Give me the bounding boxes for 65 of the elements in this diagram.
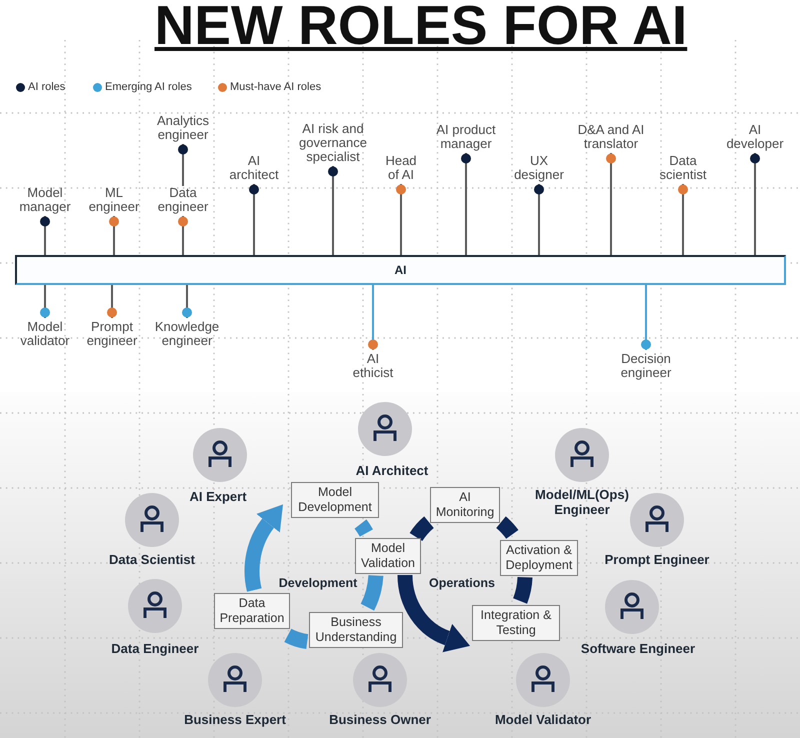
role-label: Model validator [19, 318, 71, 348]
role-label: AI architect [228, 154, 280, 184]
legend-label: Emerging AI roles [105, 80, 192, 94]
cycle-arrow [398, 574, 470, 652]
stem-line [40, 216, 50, 255]
stem-line [368, 285, 378, 350]
role-label: Data Scientist [108, 552, 196, 567]
role-label: Decision engineer [620, 350, 672, 380]
role-label: Data engineer [156, 186, 210, 216]
role-label: AI ethicist [352, 350, 394, 380]
role-label: Model Validator [494, 712, 592, 727]
stem-line [461, 153, 471, 255]
stem-line [178, 144, 188, 186]
step-box: Activation & Deployment [500, 540, 578, 576]
cycle-arc [496, 516, 518, 539]
role-label: Model manager [18, 186, 72, 216]
role-label: AI risk and governance specialist [298, 122, 368, 166]
role-label: Software Engineer [580, 641, 696, 656]
stem-line [606, 153, 616, 255]
timeline-bar: AI [15, 255, 786, 285]
stem-line [328, 166, 338, 255]
role-label: Head of AI [384, 154, 418, 184]
role-label: ML engineer [88, 186, 140, 216]
step-box: Model Development [291, 482, 379, 518]
legend-label: Must-have AI roles [230, 80, 322, 94]
cycle-arc [513, 576, 532, 604]
role-label: D&A and AI translator [576, 123, 646, 153]
stem-line [396, 184, 406, 255]
stem-line [678, 184, 688, 255]
legend-label: AI roles [28, 80, 66, 94]
role-label: Data scientist [658, 154, 708, 184]
role-label: AI Architect [354, 463, 430, 478]
step-box: AI Monitoring [430, 487, 500, 523]
stem-line [182, 285, 192, 318]
role-label: Prompt engineer [86, 318, 138, 348]
cycle-label: Development [278, 576, 358, 591]
cycle-arc [410, 516, 434, 542]
stem-line [107, 285, 117, 318]
step-box: Business Understanding [309, 612, 403, 648]
role-label: AI Expert [188, 489, 248, 504]
stem-line [40, 285, 50, 318]
role-label: Business Expert [183, 712, 287, 727]
step-box: Integration & Testing [472, 605, 560, 641]
role-label: AI product manager [435, 123, 497, 153]
stem-line [249, 184, 259, 255]
role-label: Prompt Engineer [604, 552, 710, 567]
cycle-label: Operations [428, 576, 496, 591]
cycle-arc [284, 628, 308, 649]
role-label: AI developer [725, 123, 785, 153]
stem-line [534, 184, 544, 255]
role-label: UX designer [513, 154, 565, 184]
stem-line [641, 285, 651, 350]
stem-line [109, 216, 119, 255]
stem-line [178, 216, 188, 255]
page-title: NEW ROLES FOR AI [154, 0, 688, 52]
role-label: Analytics engineer [156, 114, 210, 144]
role-label: Model/ML(Ops) Engineer [534, 487, 630, 517]
step-box: Model Validation [355, 538, 421, 574]
cycle-arc [354, 520, 373, 537]
stem-line [750, 153, 760, 255]
role-label: Business Owner [328, 712, 432, 727]
cycle-arc [360, 574, 384, 610]
role-label: Data Engineer [110, 641, 200, 656]
role-label: Knowledge engineer [154, 318, 220, 348]
step-box: Data Preparation [214, 593, 290, 629]
